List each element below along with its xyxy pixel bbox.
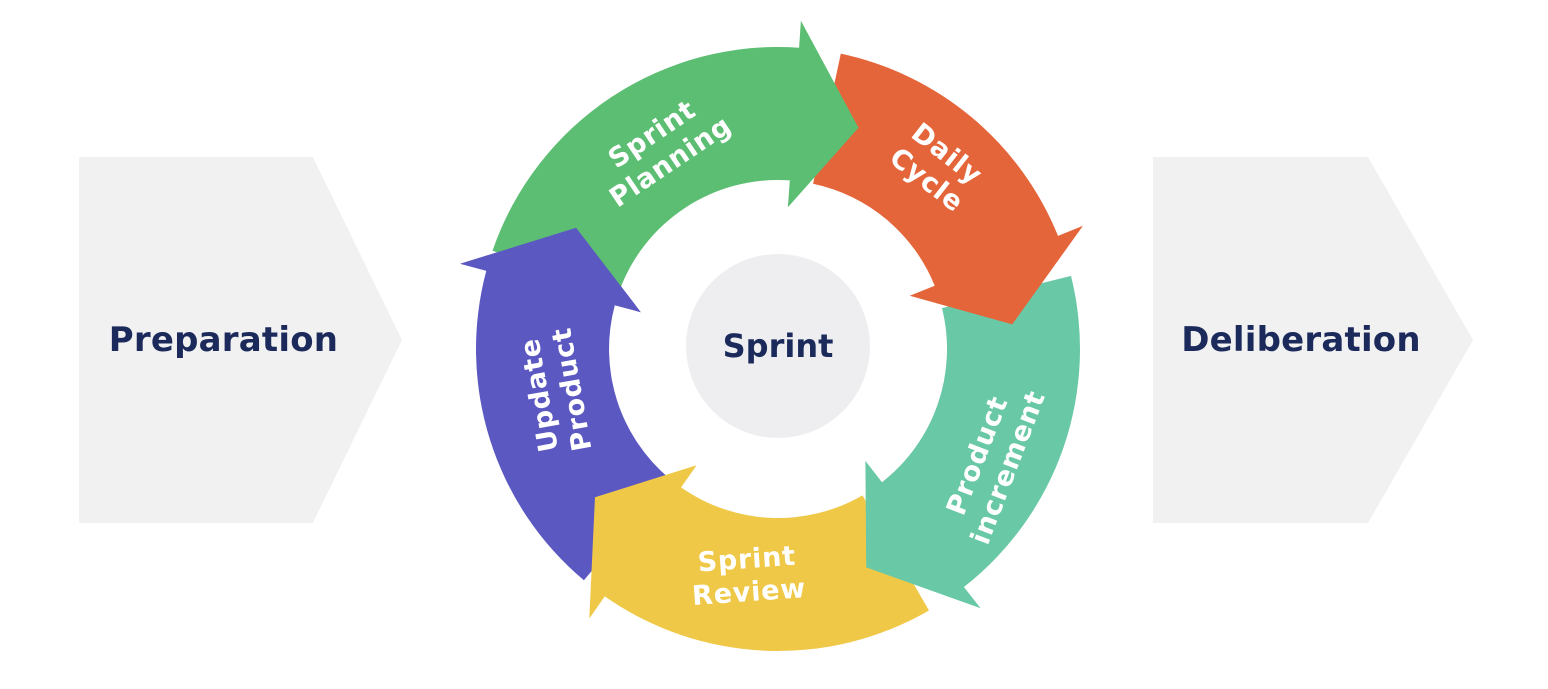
segment-product-increment xyxy=(865,275,1080,609)
segment-sprint-review xyxy=(589,465,929,651)
sprint-center-circle: Sprint xyxy=(686,254,870,438)
sprint-center-label: Sprint xyxy=(722,327,834,365)
segment-sprint-planning xyxy=(492,20,859,295)
segment-daily-cycle xyxy=(813,53,1083,325)
segment-label-sprint-review: Sprint Review xyxy=(691,540,808,612)
preparation-label: Preparation xyxy=(108,320,339,360)
deliberation-label: Deliberation xyxy=(1181,320,1421,360)
segment-update-product-arrowhead xyxy=(460,227,641,313)
